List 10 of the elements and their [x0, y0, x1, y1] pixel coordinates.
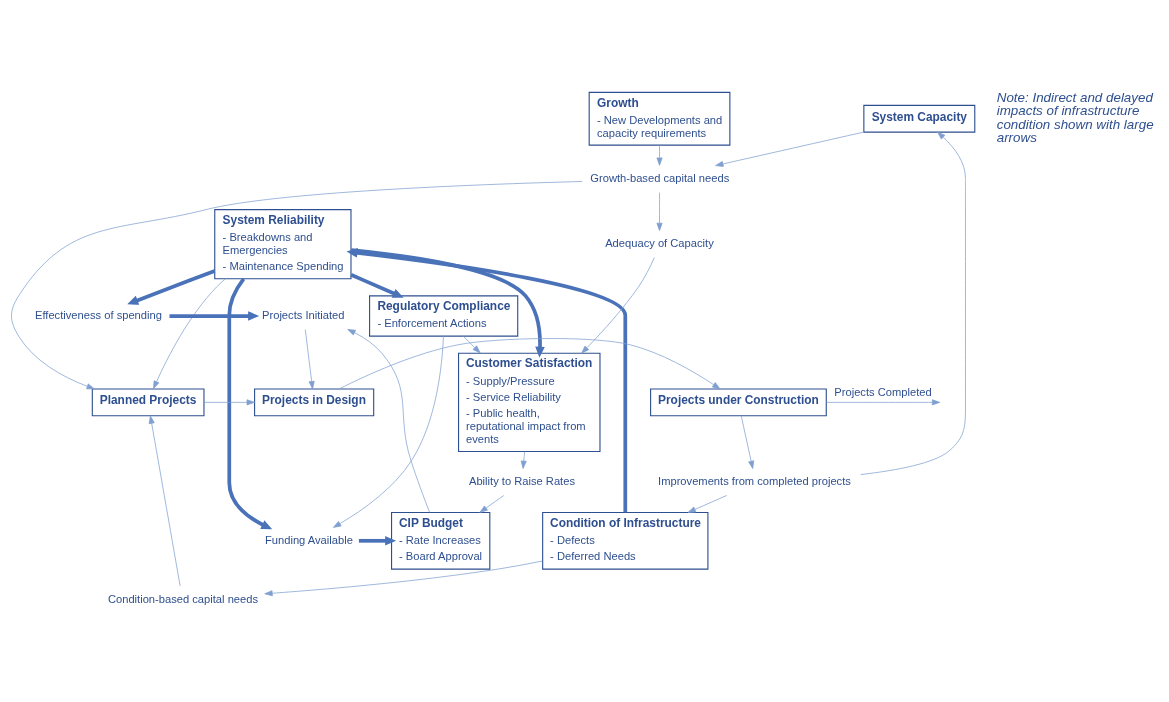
- node-text: Effectiveness of spending: [34, 308, 162, 321]
- node-text: Adequacy of Capacity: [605, 237, 714, 250]
- label: Note: Indirect and delayed impacts of infrastructure condition shown with large arrows: [996, 89, 1154, 146]
- node-text: Improvements from completed projects: [658, 474, 851, 487]
- node-text: Condition-based capital needs: [107, 592, 259, 605]
- edge-label: Projects Completed: [834, 386, 932, 399]
- node-text: Ability to Raise Rates: [468, 474, 575, 487]
- node-text: Projects Initiated: [262, 308, 345, 321]
- node-text: Funding Available: [265, 533, 353, 546]
- node-text: Growth-based capital needs: [590, 172, 730, 185]
